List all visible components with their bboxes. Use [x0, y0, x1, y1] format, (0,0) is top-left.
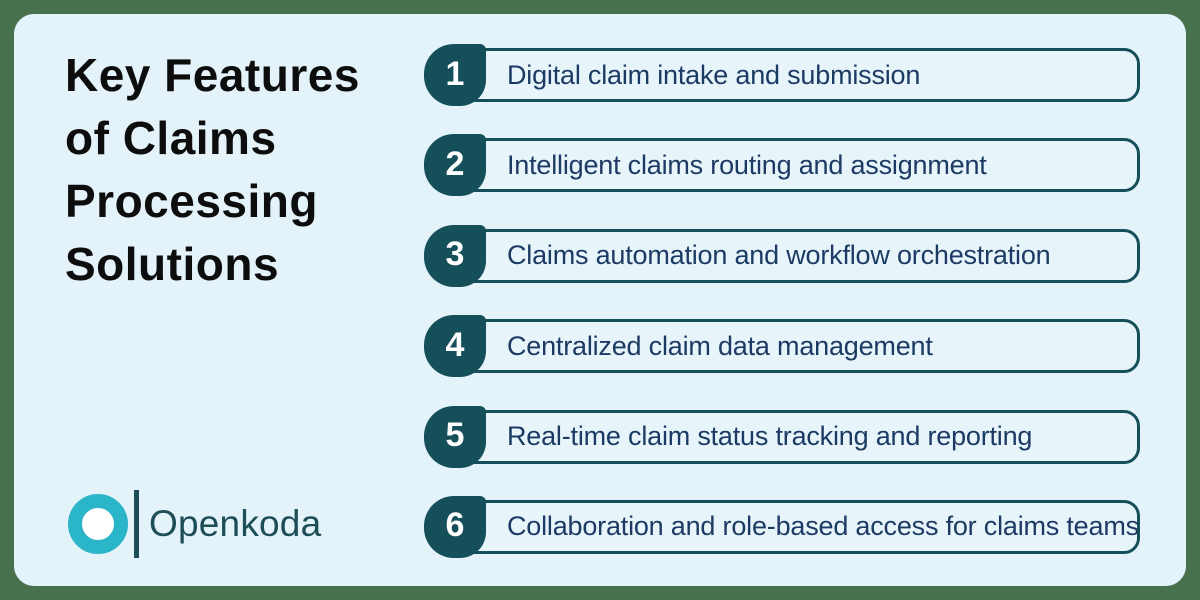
feature-row: 5 Real-time claim status tracking and re…: [424, 405, 1140, 468]
feature-row: 3 Claims automation and workflow orchest…: [424, 224, 1140, 287]
feature-number-badge: 1: [424, 44, 486, 106]
donut-circle-icon: [68, 494, 128, 554]
logo-wordmark: Openkoda: [149, 503, 322, 544]
feature-row: 1 Digital claim intake and submission: [424, 44, 1140, 106]
feature-number: 3: [445, 235, 465, 274]
feature-label: Intelligent claims routing and assignmen…: [507, 149, 987, 180]
feature-row: 6 Collaboration and role-based access fo…: [424, 495, 1140, 558]
feature-number-badge: 4: [424, 315, 486, 378]
logo-divider: [134, 490, 139, 558]
feature-pill: Intelligent claims routing and assignmen…: [440, 138, 1140, 193]
feature-row: 2 Intelligent claims routing and assignm…: [424, 134, 1140, 197]
feature-list: 1 Digital claim intake and submission 2 …: [424, 44, 1140, 558]
feature-number-badge: 2: [424, 134, 486, 197]
feature-number: 2: [445, 144, 465, 183]
feature-number: 6: [445, 506, 465, 545]
feature-number: 5: [445, 416, 465, 455]
feature-label: Digital claim intake and submission: [507, 59, 921, 90]
openkoda-logo: Openkoda: [68, 490, 321, 558]
feature-number: 1: [445, 54, 465, 93]
feature-number-badge: 6: [424, 495, 486, 558]
page-title: Key Features of Claims Processing Soluti…: [65, 49, 360, 290]
feature-label: Collaboration and role-based access for …: [507, 511, 1139, 542]
feature-pill: Digital claim intake and submission: [440, 48, 1140, 102]
content-card: Key Features of Claims Processing Soluti…: [14, 14, 1186, 586]
feature-label: Claims automation and workflow orchestra…: [507, 240, 1051, 271]
feature-row: 4 Centralized claim data management: [424, 315, 1140, 378]
feature-pill: Centralized claim data management: [440, 319, 1140, 374]
feature-pill: Collaboration and role-based access for …: [440, 499, 1140, 554]
feature-number: 4: [445, 325, 465, 364]
feature-label: Centralized claim data management: [507, 330, 933, 361]
feature-pill: Claims automation and workflow orchestra…: [440, 228, 1140, 283]
feature-number-badge: 5: [424, 405, 486, 468]
feature-number-badge: 3: [424, 224, 486, 287]
feature-pill: Real-time claim status tracking and repo…: [440, 409, 1140, 464]
feature-label: Real-time claim status tracking and repo…: [507, 421, 1033, 452]
